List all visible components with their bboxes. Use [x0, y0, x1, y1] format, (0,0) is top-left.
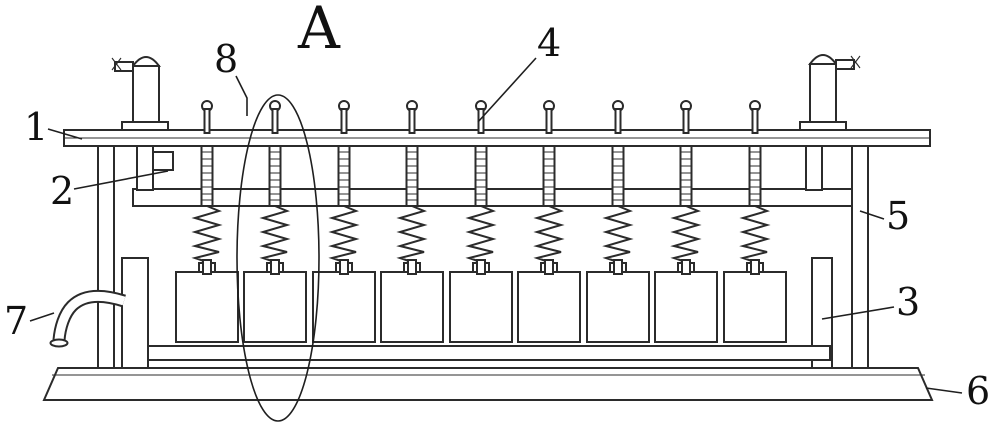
bottom-tray: [147, 345, 831, 361]
left-hanger-bracket: [136, 145, 174, 191]
left-valve-cylinder: [111, 56, 169, 131]
drain-pipe: [49, 289, 126, 348]
detail-ellipse-A: [236, 94, 320, 422]
label-4: 4: [537, 21, 561, 65]
bolt-spring-unit: [194, 100, 220, 275]
label-A: A: [297, 0, 341, 62]
leader-3: [821, 306, 895, 320]
base-plate: [42, 367, 934, 401]
top-plate: [63, 129, 931, 147]
bolt-spring-unit: [262, 100, 288, 275]
label-7: 7: [4, 299, 28, 343]
label-1: 1: [24, 105, 48, 149]
label-5: 5: [886, 194, 910, 238]
right-valve-cylinder: [799, 54, 861, 131]
left-inner-column: [121, 257, 149, 369]
left-post: [97, 145, 115, 369]
bolt-spring-unit: [605, 100, 631, 275]
leader-8: [235, 75, 248, 116]
right-hanger-bracket: [805, 145, 823, 191]
bolt-spring-unit: [331, 100, 357, 275]
right-post: [851, 145, 869, 369]
leader-6: [925, 387, 963, 394]
leader-2: [73, 170, 169, 190]
leader-4: [477, 57, 537, 123]
right-inner-column: [811, 257, 833, 369]
label-6: 6: [966, 369, 990, 413]
leader-7: [29, 312, 55, 322]
bolt-spring-unit: [399, 100, 425, 275]
reference-numerals: 1 2 7 8 4 5 3 6 A: [4, 0, 990, 413]
bolt-spring-unit: [468, 100, 494, 275]
label-2: 2: [50, 169, 74, 213]
leader-1: [47, 128, 83, 140]
bolt-spring-unit: [536, 100, 562, 275]
clamp-bar: [132, 188, 853, 207]
leader-lines: [29, 57, 963, 394]
bolt-row: [194, 100, 768, 275]
label-8: 8: [214, 37, 238, 81]
label-3: 3: [896, 280, 920, 324]
leader-5: [859, 210, 885, 220]
bolt-spring-unit: [673, 100, 699, 275]
bolt-spring-unit: [742, 100, 768, 275]
